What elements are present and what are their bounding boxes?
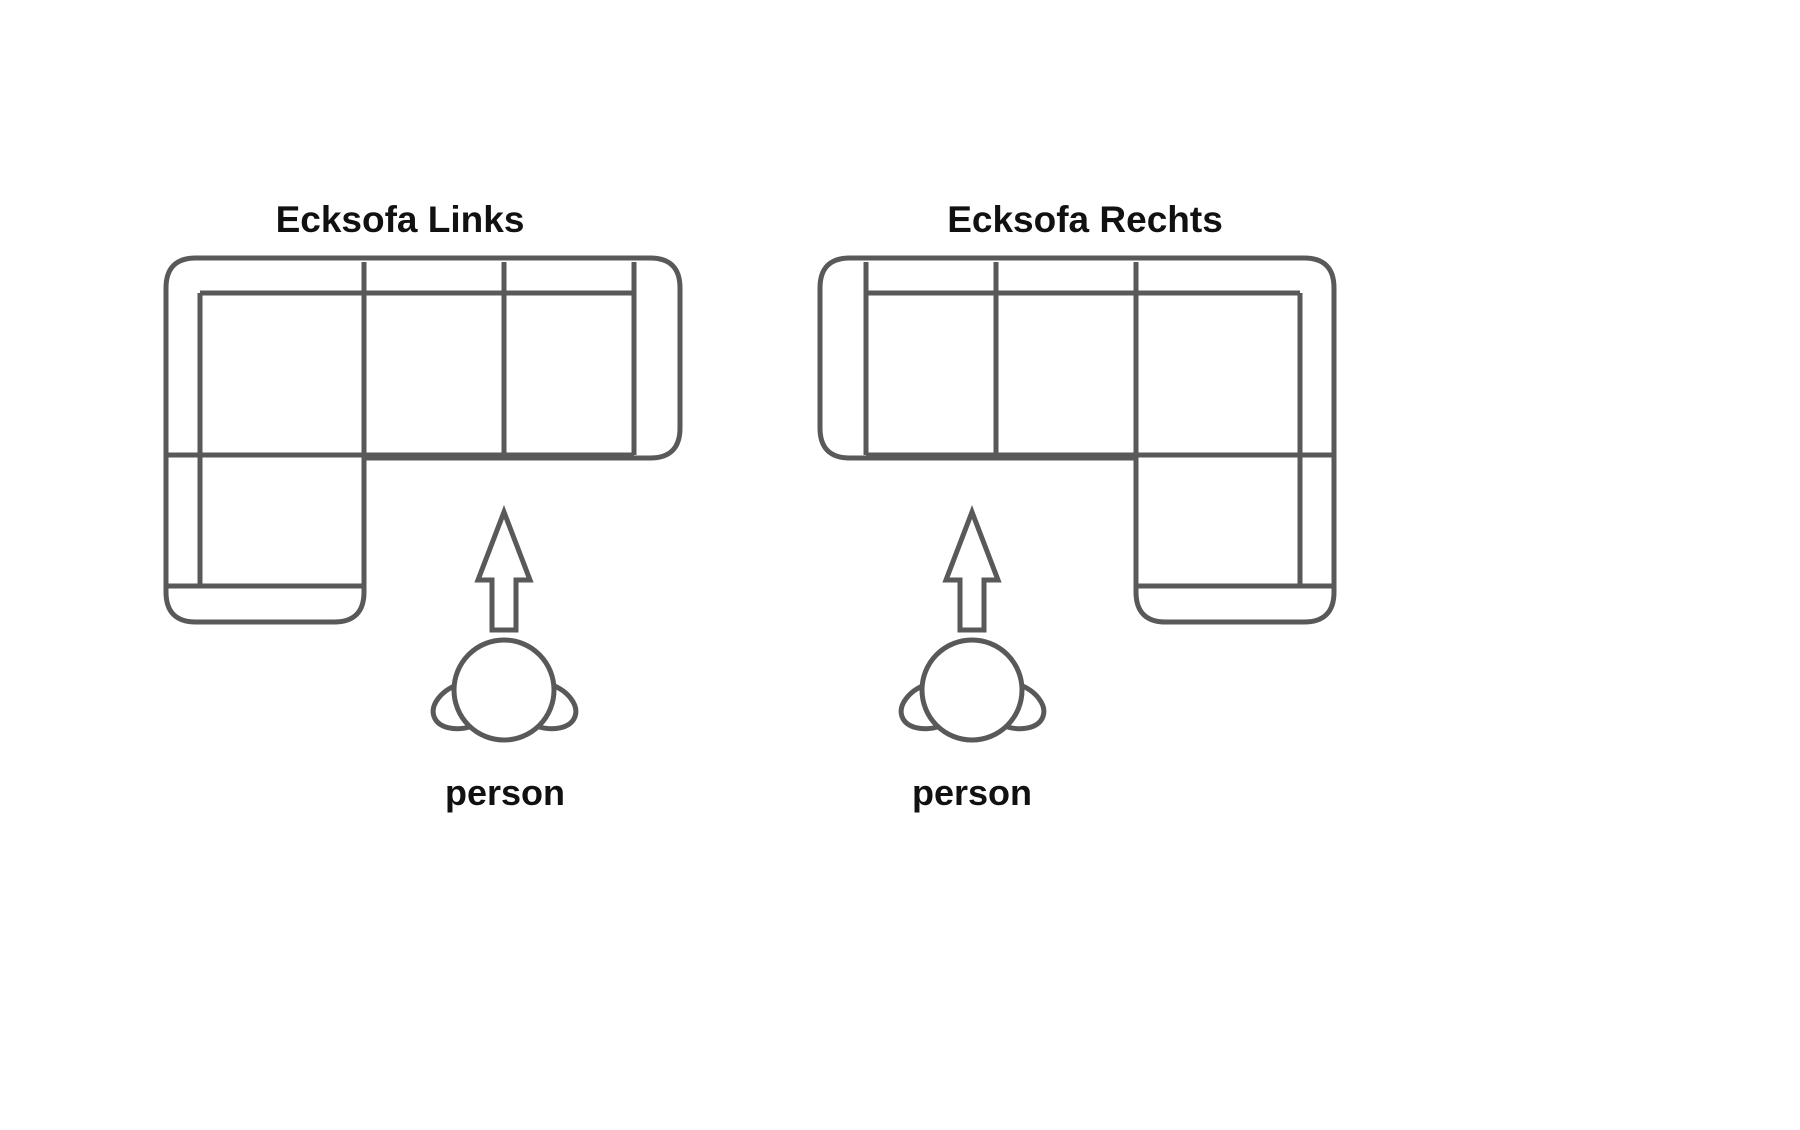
view-direction-arrow-icon	[474, 504, 534, 633]
sofa-links-outer-body	[163, 255, 683, 625]
title-ecksofa-rechts: Ecksofa Rechts	[947, 199, 1223, 240]
person-label-links: person	[445, 772, 565, 813]
view-direction-arrow-icon	[942, 504, 1002, 633]
person-indicator-rechts: person	[898, 504, 1047, 813]
sofa-rechts-drawing	[817, 255, 1337, 625]
person-label-rechts: person	[912, 772, 1032, 813]
diagram-ecksofa-rechts: Ecksofa Rechts person	[817, 199, 1337, 813]
title-ecksofa-links: Ecksofa Links	[276, 199, 525, 240]
diagram-ecksofa-links: Ecksofa Links	[163, 199, 683, 813]
sofa-links-drawing	[163, 255, 683, 625]
sofa-rechts-outer-body	[817, 255, 1337, 625]
person-head-icon	[451, 637, 557, 743]
person-head-icon	[919, 637, 1025, 743]
person-indicator-links: person	[430, 504, 579, 813]
